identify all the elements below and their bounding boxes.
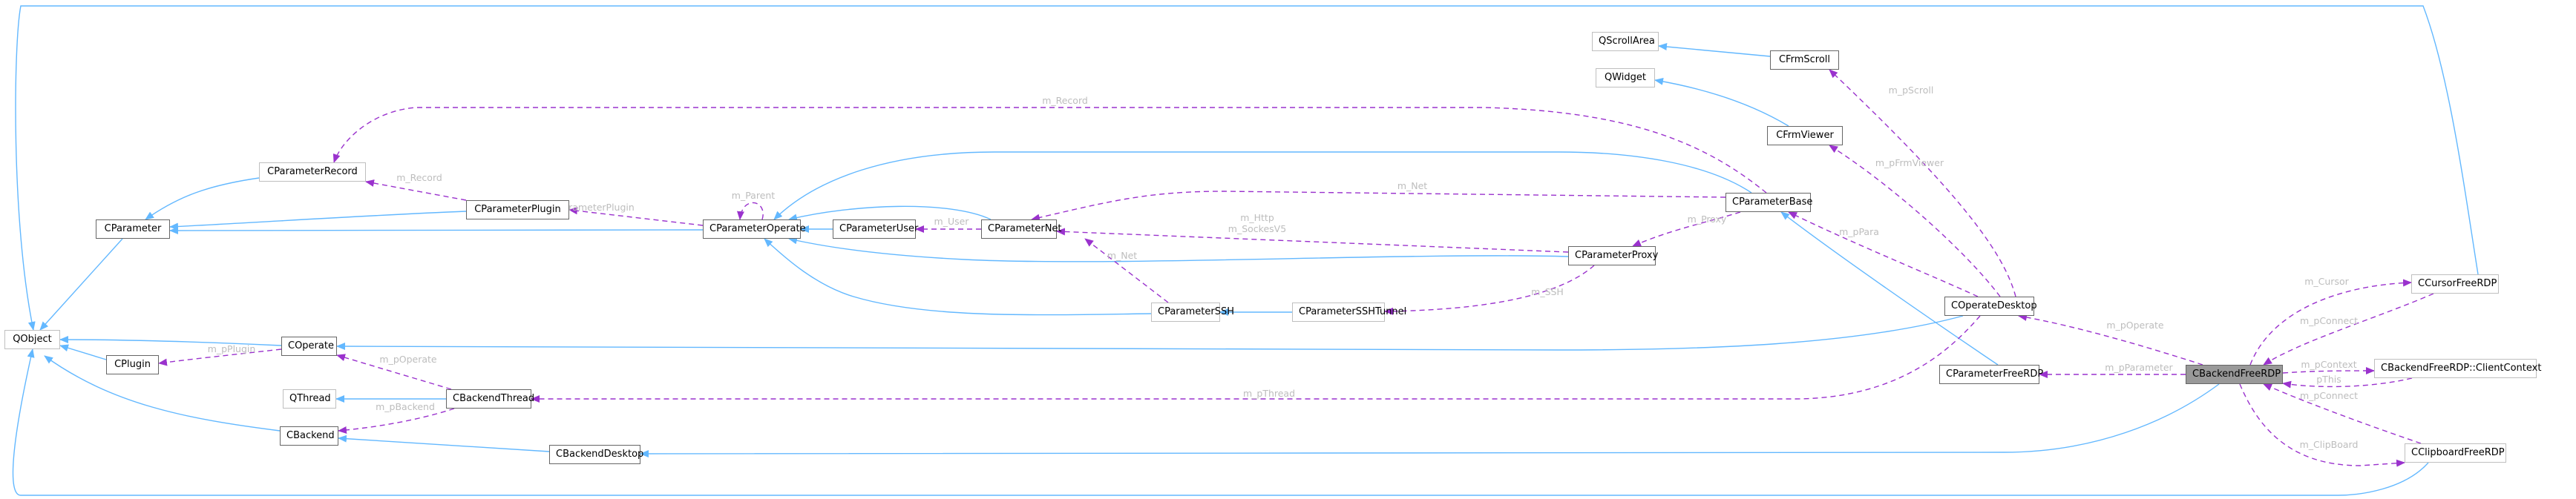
- node-cparameterssh[interactable]: CParameterSSH: [1151, 303, 1234, 322]
- node-cparameterrecord[interactable]: CParameterRecord: [259, 162, 366, 182]
- usage-edge-cparameterproxy-to-cparametersshtunnel: [1384, 265, 1595, 315]
- usage-edge-ccursorfreerdp-to-cbackendfreerdp: [2263, 293, 2434, 366]
- inheritance-edge-cparameternet-to-cparameteroperate: [788, 205, 992, 222]
- inheritance-edge-cfrmscroll-to-qscrollarea: [1658, 43, 1771, 57]
- usage-edge-cparameteroperate-to-cparameterplugin: [568, 207, 704, 226]
- edge-label-m-clipboard: m_ClipBoard: [2300, 439, 2359, 450]
- node-coperate[interactable]: COperate: [281, 337, 337, 356]
- usage-edge-coperate-to-cplugin: [158, 348, 282, 366]
- node-cparameter[interactable]: CParameter: [96, 219, 170, 239]
- edge-label-m-pbackend: m_pBackend: [376, 401, 435, 412]
- edge-label-m-pparameter: m_pParameter: [2105, 362, 2173, 373]
- usage-edge-coperatedesktop-to-cfrmscroll: [1829, 69, 2016, 297]
- usage-edge-clientcontext-to-cbackendfreerdp: [2282, 377, 2413, 389]
- inheritance-edge-cbackend-to-qobject: [44, 355, 281, 432]
- usage-edge-cclipboardfreerdp-to-cbackendfreerdp: [2263, 383, 2422, 444]
- node-qobject[interactable]: QObject: [4, 330, 60, 349]
- inheritance-edge-cclipboardfreerdp-to-qobject: [12, 348, 2429, 496]
- node-ccursorfreerdp[interactable]: CCursorFreeRDP: [2411, 274, 2499, 294]
- usage-edge-cbackendfreerdp-to-clientcontext: [2282, 367, 2375, 375]
- edge-label-m-user: m_User: [934, 216, 970, 227]
- inheritance-edge-cbackenddesktop-to-cbackend: [338, 434, 550, 452]
- usage-edge-coperatedesktop-to-cparameterbase: [1788, 211, 1979, 297]
- inheritance-edge-cparameterproxy-to-cparameteroperate: [788, 237, 1569, 262]
- usage-edge-cparameterbase-to-cparameterrecord: [332, 107, 1767, 194]
- node-cbackend[interactable]: CBackend: [280, 426, 338, 446]
- edge-label-m-http: m_Http: [1240, 212, 1274, 223]
- inheritance-edge-cparameterbase-to-cparameteroperate: [773, 151, 1752, 220]
- node-cparameterproxy[interactable]: CParameterProxy: [1568, 246, 1658, 265]
- edge-label-m-pplugin: m_pPlugin: [208, 343, 256, 354]
- node-cbackenddesktop[interactable]: CBackendDesktop: [549, 445, 643, 464]
- inheritance-edge-ccursorfreerdp-to-qobject: [15, 5, 2479, 331]
- edge-label-m-pconnect: m_pConnect: [2300, 390, 2358, 401]
- usage-edge-cparameteroperate-to-cparameteroperate: [736, 202, 764, 220]
- node-cparameterfreerdp[interactable]: CParameterFreeRDP: [1939, 365, 2043, 384]
- inheritance-edge-cparameter-to-qobject: [39, 238, 123, 331]
- edge-label-m-pthread: m_pThread: [1243, 388, 1295, 399]
- edge-label-m-sockesv5: m_SockesV5: [1228, 223, 1286, 234]
- edges-layer: [12, 5, 2479, 496]
- edge-label-m-ssh: m_SSH: [1531, 286, 1564, 297]
- inheritance-edge-cbackendfreerdp-to-cbackenddesktop: [640, 383, 2220, 457]
- node-cfrmscroll[interactable]: CFrmScroll: [1770, 50, 1839, 70]
- node-cbackendfreerdp[interactable]: CBackendFreeRDP: [2186, 365, 2283, 384]
- node-qwidget[interactable]: QWidget: [1596, 68, 1655, 87]
- inheritance-edge-cplugin-to-qobject: [59, 344, 107, 360]
- edge-labels-layer: m_Recordm_Recordm_pParameterPluginm_Pare…: [208, 85, 2359, 450]
- node-cparametersshtunnel[interactable]: CParameterSSHTunnel: [1292, 303, 1406, 322]
- usage-edge-cparameterssh-to-cparameternet: [1084, 238, 1169, 303]
- node-cparameteroperate[interactable]: CParameterOperate: [703, 219, 806, 239]
- usage-edge-coperatedesktop-to-cfrmviewer: [1829, 145, 2001, 297]
- edge-label-m-pconnect: m_pConnect: [2300, 315, 2358, 326]
- edge-label-m-record: m_Record: [396, 172, 442, 183]
- node-cclipboardfreerdp[interactable]: CClipboardFreeRDP: [2405, 443, 2506, 463]
- usage-edge-cparameterplugin-to-cparameterrecord: [365, 179, 467, 201]
- edge-label-m-cursor: m_Cursor: [2304, 276, 2349, 287]
- node-qscrollarea[interactable]: QScrollArea: [1592, 32, 1659, 51]
- inheritance-edge-cparameterplugin-to-cparameter: [169, 211, 467, 231]
- node-cparameteruser[interactable]: CParameterUser: [833, 219, 918, 239]
- node-cparameternet[interactable]: CParameterNet: [981, 219, 1062, 239]
- usage-edge-cbackendfreerdp-to-coperatedesktop: [2018, 313, 2203, 366]
- edge-label-m-poperate: m_pOperate: [379, 354, 437, 365]
- node-cplugin[interactable]: CPlugin: [106, 355, 159, 374]
- edge-label-m-ppara: m_pPara: [1839, 226, 1879, 237]
- node-cparameterplugin[interactable]: CParameterPlugin: [466, 200, 569, 219]
- inheritance-edge-cparameterfreerdp-to-cparameterbase: [1780, 211, 1999, 366]
- usage-edge-cparameterproxy-to-cparameternet: [1056, 228, 1569, 253]
- edge-label-m-pcontext: m_pContext: [2301, 359, 2356, 370]
- edge-label-m-record: m_Record: [1042, 95, 1088, 106]
- edge-label-m-proxy: m_Proxy: [1688, 214, 1727, 225]
- usage-edge-cparameterbase-to-cparameterproxy: [1632, 211, 1741, 247]
- edge-label-m-net: m_Net: [1397, 180, 1427, 191]
- usage-edge-cbackendfreerdp-to-cclipboardfreerdp: [2239, 383, 2405, 467]
- usage-edge-cbackendfreerdp-to-ccursorfreerdp: [2249, 279, 2412, 366]
- edge-label-m-poperate: m_pOperate: [2106, 320, 2164, 331]
- inheritance-edge-cparameteroperate-to-cparameter: [169, 226, 704, 234]
- usage-edge-coperatedesktop-to-cbackendthread: [531, 315, 1981, 403]
- edge-label-m-net: m_Net: [1107, 250, 1137, 261]
- edge-label-pthis: pThis: [2316, 374, 2341, 385]
- inheritance-edge-cfrmviewer-to-qwidget: [1654, 77, 1789, 127]
- edge-label-m-parent: m_Parent: [732, 190, 776, 201]
- usage-edge-cbackendthread-to-coperate: [336, 354, 452, 390]
- inheritance-edge-cparameterssh-to-cparameteroperate: [764, 238, 1152, 316]
- node-cparameterbase[interactable]: CParameterBase: [1725, 193, 1812, 212]
- node-cbackendfreerdp-clientcontext[interactable]: CBackendFreeRDP::ClientContext: [2374, 359, 2541, 378]
- edge-label-m-pfrmviewer: m_pFrmViewer: [1875, 157, 1944, 168]
- usage-edge-cparameterbase-to-cparameternet: [1031, 191, 1726, 222]
- node-cfrmviewer[interactable]: CFrmViewer: [1767, 126, 1843, 145]
- edge-label-m-pscroll: m_pScroll: [1889, 85, 1934, 96]
- inheritance-edge-coperate-to-qobject: [59, 336, 282, 346]
- node-cbackendthread[interactable]: CBackendThread: [446, 389, 534, 409]
- inheritance-edge-cparameterrecord-to-cparameter: [145, 177, 260, 220]
- node-coperatedesktop[interactable]: COperateDesktop: [1944, 297, 2037, 316]
- inheritance-edge-coperatedesktop-to-coperate: [336, 315, 1964, 351]
- node-qthread[interactable]: QThread: [283, 389, 336, 409]
